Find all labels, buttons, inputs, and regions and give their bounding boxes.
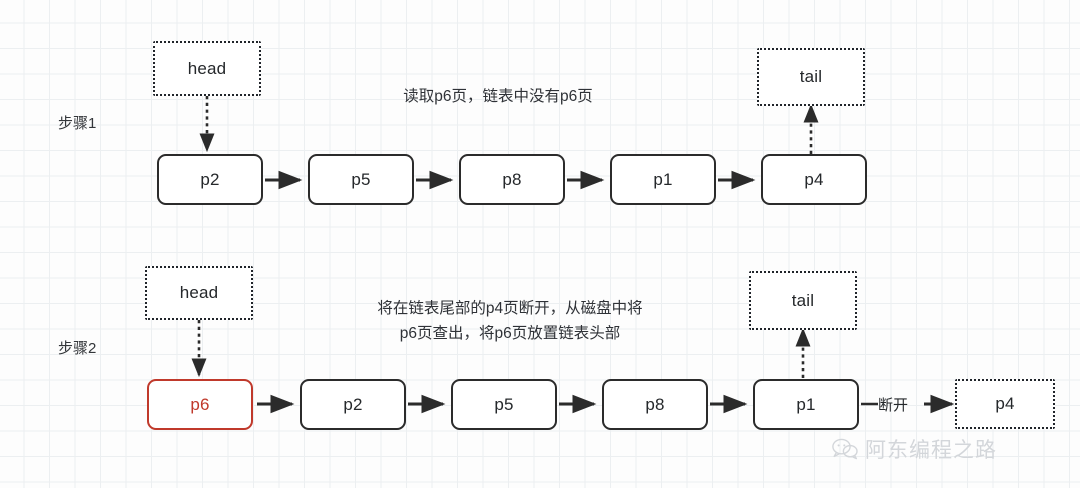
node-step1-p4[interactable]: p4 [761,154,867,205]
node-step1-p2[interactable]: p2 [157,154,263,205]
node-step1-p5[interactable]: p5 [308,154,414,205]
node-step2-p8[interactable]: p8 [602,379,708,430]
wechat-icon [832,438,858,460]
watermark-text: 阿东编程之路 [865,439,997,462]
node-step2-p5[interactable]: p5 [451,379,557,430]
watermark: 阿东编程之路 [832,434,997,464]
step-caption-1: 读取p6页，链表中没有p6页 [403,88,593,105]
pointer-box-tail-step1[interactable]: tail [757,48,865,106]
node-step2-p1[interactable]: p1 [753,379,859,430]
node-step2-p6[interactable]: p6 [147,379,253,430]
pointer-box-head-step1[interactable]: head [153,41,261,96]
step-label-1: 步骤1 [58,115,97,132]
node-step2-p2[interactable]: p2 [300,379,406,430]
edge-label-detach: 断开 [878,397,909,414]
node-step1-p1[interactable]: p1 [610,154,716,205]
pointer-box-head-step2[interactable]: head [145,266,253,320]
pointer-box-tail-step2[interactable]: tail [749,271,857,330]
node-step2-p4-detached[interactable]: p4 [955,379,1055,429]
node-step1-p8[interactable]: p8 [459,154,565,205]
step-caption-2: 将在链表尾部的p4页断开，从磁盘中将 p6页查出，将p6页放置链表头部 [377,300,643,342]
step-label-2: 步骤2 [58,340,97,357]
